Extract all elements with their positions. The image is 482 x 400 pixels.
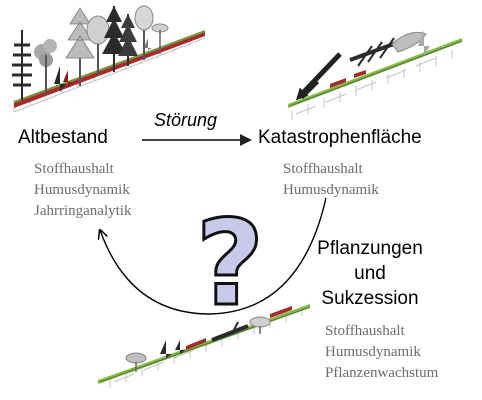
sukzession-item: Pflanzenwachstum	[325, 365, 439, 381]
pflanzungen-label: Pflanzungen und Sukzession	[300, 236, 440, 311]
altbestand-item: Jahrringanalytik	[34, 203, 132, 219]
katastrophe-illustration	[288, 30, 463, 120]
stoerung-label: Störung	[154, 110, 218, 130]
pflanzungen-line: und	[354, 263, 386, 284]
pflanzungen-line: Sukzession	[321, 288, 419, 309]
katastrophe-title: Katastrophenfläche	[258, 127, 422, 148]
altbestand-trees	[12, 5, 169, 100]
altbestand-title: Altbestand	[18, 127, 108, 148]
pflanzungen-line: Pflanzungen	[317, 238, 423, 259]
question-mark-icon: ?	[194, 193, 265, 334]
katastrophe-item: Humusdynamik	[283, 182, 379, 198]
katastrophe-item: Stoffhaushalt	[283, 161, 363, 177]
cycle-arrow	[100, 197, 327, 315]
altbestand-illustration	[12, 5, 206, 113]
altbestand-item: Humusdynamik	[34, 182, 130, 198]
sukzession-item: Humusdynamik	[325, 344, 421, 360]
sukzession-illustration	[98, 304, 311, 388]
svg-text:?: ?	[196, 194, 264, 332]
altbestand-item: Stoffhaushalt	[34, 161, 114, 177]
sukzession-item: Stoffhaushalt	[325, 323, 405, 339]
